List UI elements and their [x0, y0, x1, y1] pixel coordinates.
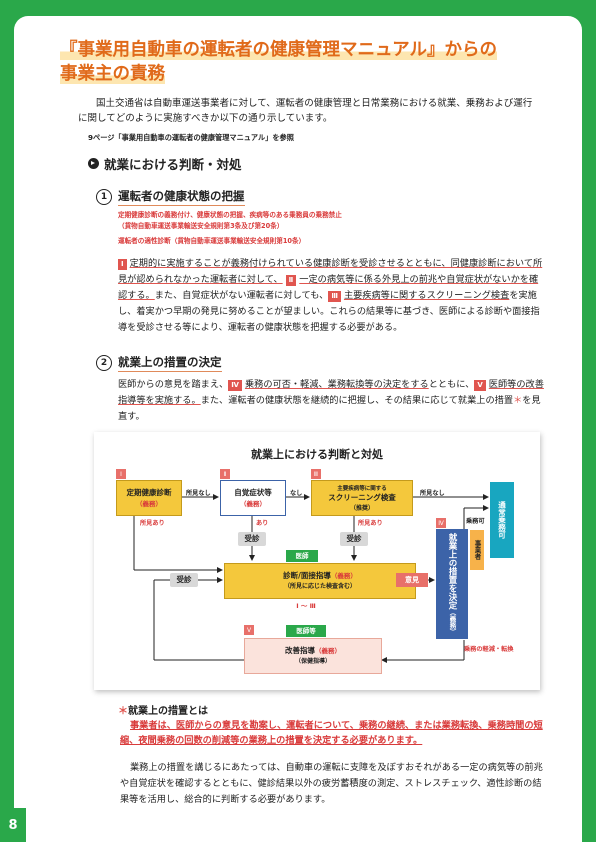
body-2e: また、運転者の健康状態を継続的に把握し、その結果に応じて就業上の措置	[200, 395, 514, 406]
label-yes-2: あり	[256, 520, 269, 527]
box-subjective-symptoms: 自覚症状等 （義務）	[220, 480, 286, 516]
box3-sub: （推奨）	[349, 505, 374, 512]
visit-label-3: 受診	[340, 532, 368, 546]
tag-roman-4: Ⅳ	[228, 380, 242, 391]
subsection-2-heading: 2 就業上の措置の決定	[96, 354, 222, 372]
subsection-1-title: 運転者の健康状態の把握	[118, 188, 245, 206]
box3-small: 主要疾病等に関する	[337, 486, 387, 492]
box-screening: 主要疾病等に関する スクリーニング検査 （推奨）	[311, 480, 413, 516]
business-operator-tag: 事業者	[470, 530, 484, 570]
box1-sub: （義務）	[136, 500, 162, 508]
box-diagnosis-interview: 診断/面接指導（義務） （所見に応じた検査含む）	[224, 563, 416, 599]
diagram-connectors	[133, 494, 489, 663]
flow-diagram: 就業上における判断と対処	[94, 432, 540, 690]
law-note-3: 運転者の適性診断（貨物自動車運送事業輸送安全規則第10条）	[118, 237, 306, 245]
roman-5-badge: Ⅴ	[244, 625, 254, 635]
measure-definition-body: 業務上の措置を講じるにあたっては、自動車の運転に支障を及ぼすおそれがある一定の病…	[120, 762, 543, 805]
law-note-2: （貨物自動車運送事業輸送安全規則第3条及び第20条）	[118, 222, 284, 230]
box-decide-measures: 就業上の措置を決定 （義務）	[436, 529, 468, 639]
body-2f: を見直す。	[118, 395, 541, 422]
subsection-2-title: 就業上の措置の決定	[118, 354, 222, 372]
box3-label: スクリーニング検査	[328, 493, 396, 502]
body-1d: 主要疾病等に関するスクリーニング検査	[343, 290, 510, 301]
label-no-finding-3: 所見なし	[420, 490, 445, 497]
title-line-1: 『事業用自動車の運転者の健康管理マニュアル』からの	[60, 40, 497, 60]
visit-label-1: 受診	[170, 573, 198, 587]
page-title: 『事業用自動車の運転者の健康管理マニュアル』からの 事業主の責務	[60, 38, 530, 86]
box4-sub: （義務）	[448, 609, 456, 636]
box-normal-duty: 通常乗務可	[490, 482, 514, 558]
doctor-badge: 医師	[286, 550, 318, 562]
page-sheet	[14, 16, 582, 842]
box5-label: 改善指導	[285, 646, 315, 655]
body-2b: 乗務の可否・軽減、業務転換等の決定をする	[244, 379, 429, 390]
measure-definition-red: 事業者は、医師からの意見を勘案し、運転者について、乗務の継続、または業務転換、乗…	[120, 718, 544, 748]
body-1a: 定期的に実施することが義務付けられている健康診断を受診させるとともに、同健康診断…	[118, 258, 543, 285]
box-periodic-checkup: 定期健康診断 （義務）	[116, 480, 182, 516]
roman-1-badge: Ⅰ	[116, 469, 126, 479]
number-2-icon: 2	[96, 355, 112, 371]
box5-sub: （保健指導）	[294, 658, 331, 665]
tag-roman-5: Ⅴ	[474, 380, 486, 391]
roman-3-badge: Ⅲ	[311, 469, 321, 479]
asterisk-icon: ＊	[118, 706, 128, 717]
page-number: 8	[0, 808, 26, 842]
body-2c: とともに、	[428, 379, 475, 390]
body-1e: を実施し、着実かつ早期の発見に努めることが望ましい。これらの結果等に基づき、医師…	[118, 290, 540, 333]
measure-heading-text: 就業上の措置とは	[128, 706, 208, 717]
tag-roman-2: Ⅱ	[285, 275, 297, 286]
label-none-2: なし	[290, 490, 303, 497]
subsection-1-heading: 1 運転者の健康状態の把握	[96, 188, 245, 206]
center-label: 診断/面接指導	[283, 571, 331, 580]
label-duty-ok: 乗務可	[466, 518, 485, 525]
box2-sub: （義務）	[240, 500, 266, 508]
section-heading: 就業における判断・対処	[88, 154, 242, 173]
roman-4-badge: Ⅳ	[436, 518, 446, 528]
label-finding-1: 所見あり	[140, 520, 165, 527]
center-label-sub: （義務）	[330, 572, 357, 580]
doctor-etc-badge: 医師等	[286, 625, 326, 637]
label-no-finding-1: 所見なし	[186, 490, 211, 497]
visit-label-2: 受診	[238, 532, 266, 546]
box-improvement-guidance: 改善指導（義務） （保健指導）	[244, 638, 382, 674]
title-line-2: 事業主の責務	[60, 64, 165, 84]
measure-red-text: 事業者は、医師からの意見を勘案し、運転者について、乗務の継続、または業務転換、乗…	[120, 720, 543, 746]
opinion-arrow-label: 意見	[396, 573, 428, 587]
law-note-1: 定期健康診断の義務付け、健康状態の把握、疾病等のある乗務員の乗務禁止	[118, 211, 342, 219]
intro-paragraph: 国土交通省は自動車運送事業者に対して、運転者の健康管理と日常業務における就業、乗…	[78, 98, 533, 124]
body-1c: また、自覚症状がない運転者に対しても、	[154, 290, 329, 301]
body-1b: 一定の病気等に係る外見上の前兆や自覚症状がないかを確認する。	[118, 274, 539, 301]
section-heading-text: 就業における判断・対処	[104, 157, 242, 172]
label-finding-3: 所見あり	[358, 520, 383, 527]
reference-note: 9ページ「事業用自動車の運転者の健康管理マニュアル」を参照	[88, 133, 294, 142]
arrow-bullet-icon	[88, 158, 99, 169]
box2-label: 自覚症状等	[234, 488, 272, 497]
tag-roman-1: Ⅰ	[118, 259, 127, 270]
tag-roman-3: Ⅲ	[328, 291, 341, 302]
roman-2-badge: Ⅱ	[220, 469, 230, 479]
diagram-title: 就業上における判断と対処	[251, 448, 383, 461]
measure-definition-heading: ＊就業上の措置とは	[118, 702, 208, 717]
body-2d: 医師等の改善指導等を実施する。	[118, 379, 544, 406]
range-label: Ⅰ ～ Ⅲ	[296, 602, 316, 610]
box5-label-sub: （義務）	[315, 647, 341, 655]
center-sub: （所見に応じた検査含む）	[283, 583, 356, 590]
box4-label: 就業上の措置を決定	[447, 532, 457, 610]
box1-label: 定期健康診断	[126, 488, 172, 497]
subsection-1-notes: 定期健康診断の義務付け、健康状態の把握、疾病等のある乗務員の乗務禁止 （貨物自動…	[118, 210, 538, 247]
label-reduce-change: 乗務の軽減・転換	[464, 646, 514, 653]
number-1-icon: 1	[96, 189, 112, 205]
body-2a: 医師からの意見を踏まえ、	[118, 379, 229, 390]
asterisk-mark: ＊	[513, 395, 523, 406]
